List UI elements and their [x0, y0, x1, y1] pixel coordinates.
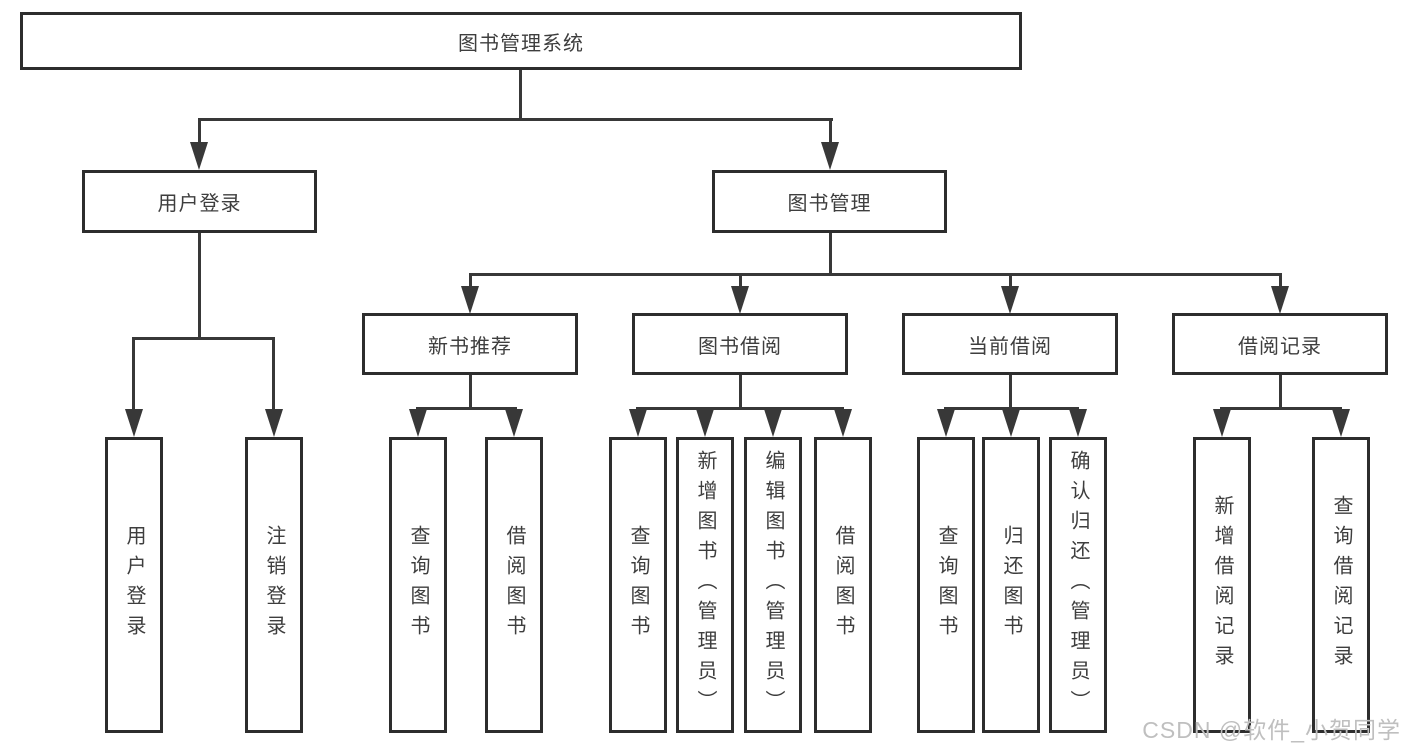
connector-arrow [937, 409, 955, 437]
connector-line [133, 337, 275, 340]
leaf-add-borrow-record: 新增借阅记录 [1193, 437, 1251, 733]
leaf-label: 确认归还（管理员） [1067, 450, 1089, 720]
leaf-label: 注销登录 [263, 525, 285, 645]
connector-arrow [821, 142, 839, 170]
connector-line [469, 375, 472, 407]
connector-arrow [409, 409, 427, 437]
connector-arrow [1001, 286, 1019, 314]
node-borrow-record: 借阅记录 [1172, 313, 1388, 375]
connector-arrow [505, 409, 523, 437]
connector-arrow [1069, 409, 1087, 437]
node-current-borrow: 当前借阅 [902, 313, 1118, 375]
leaf-query-borrow-record: 查询借阅记录 [1312, 437, 1370, 733]
node-user-login: 用户登录 [82, 170, 317, 233]
leaf-logout: 注销登录 [245, 437, 303, 733]
connector-line [1279, 273, 1282, 288]
connector-line [945, 407, 1079, 410]
connector-line [469, 273, 472, 288]
leaf-query-books-borrow: 查询图书 [609, 437, 667, 733]
node-root: 图书管理系统 [20, 12, 1022, 70]
connector-arrow [731, 286, 749, 314]
connector-line [198, 118, 201, 146]
node-label: 新书推荐 [428, 335, 512, 358]
connector-line [417, 407, 517, 410]
leaf-query-books-current: 查询图书 [917, 437, 975, 733]
connector-arrow [1332, 409, 1350, 437]
connector-arrow [764, 409, 782, 437]
connector-arrow [1271, 286, 1289, 314]
node-label: 当前借阅 [968, 335, 1052, 358]
connector-line [198, 233, 201, 337]
leaf-label: 新增图书（管理员） [694, 450, 716, 720]
connector-line [1279, 375, 1282, 407]
leaf-label: 归还图书 [1000, 525, 1022, 645]
leaf-query-books-recommend: 查询图书 [389, 437, 447, 733]
node-root-label: 图书管理系统 [458, 32, 584, 55]
connector-arrow [125, 409, 143, 437]
connector-arrow [190, 142, 208, 170]
node-book-borrow: 图书借阅 [632, 313, 848, 375]
connector-line [739, 375, 742, 407]
connector-line [1009, 273, 1012, 288]
node-new-book-recommend: 新书推荐 [362, 313, 578, 375]
connector-line [739, 273, 742, 288]
node-book-management: 图书管理 [712, 170, 947, 233]
leaf-label: 借阅图书 [832, 525, 854, 645]
leaf-edit-book-admin: 编辑图书（管理员） [744, 437, 802, 733]
leaf-user-login: 用户登录 [105, 437, 163, 733]
leaf-return-book: 归还图书 [982, 437, 1040, 733]
leaf-label: 编辑图书（管理员） [762, 450, 784, 720]
connector-arrow [696, 409, 714, 437]
connector-line [132, 337, 135, 411]
connector-line [198, 118, 833, 121]
leaf-add-book-admin: 新增图书（管理员） [676, 437, 734, 733]
node-label: 借阅记录 [1238, 335, 1322, 358]
leaf-label: 新增借阅记录 [1211, 495, 1233, 675]
connector-arrow [1213, 409, 1231, 437]
leaf-label: 查询图书 [935, 525, 957, 645]
leaf-borrow-books-2: 借阅图书 [814, 437, 872, 733]
connector-arrow [1002, 409, 1020, 437]
connector-line [1221, 407, 1341, 410]
connector-arrow [265, 409, 283, 437]
connector-line [469, 273, 1281, 276]
leaf-label: 查询图书 [627, 525, 649, 645]
connector-arrow [461, 286, 479, 314]
connector-line [829, 233, 832, 273]
leaf-label: 查询借阅记录 [1330, 495, 1352, 675]
node-label: 用户登录 [157, 193, 242, 215]
leaf-label: 查询图书 [407, 525, 429, 645]
connector-line [519, 70, 522, 118]
connector-line [637, 407, 844, 410]
connector-line [1009, 375, 1012, 407]
leaf-label: 借阅图书 [503, 525, 525, 645]
node-label: 图书借阅 [698, 335, 782, 358]
connector-line [829, 118, 832, 146]
connector-arrow [629, 409, 647, 437]
connector-line [272, 337, 275, 411]
leaf-borrow-books-recommend: 借阅图书 [485, 437, 543, 733]
node-label: 图书管理 [787, 193, 872, 215]
leaf-confirm-return-admin: 确认归还（管理员） [1049, 437, 1107, 733]
watermark: CSDN @软件_小贺同学 [1142, 717, 1401, 743]
leaf-label: 用户登录 [123, 525, 145, 645]
connector-arrow [834, 409, 852, 437]
